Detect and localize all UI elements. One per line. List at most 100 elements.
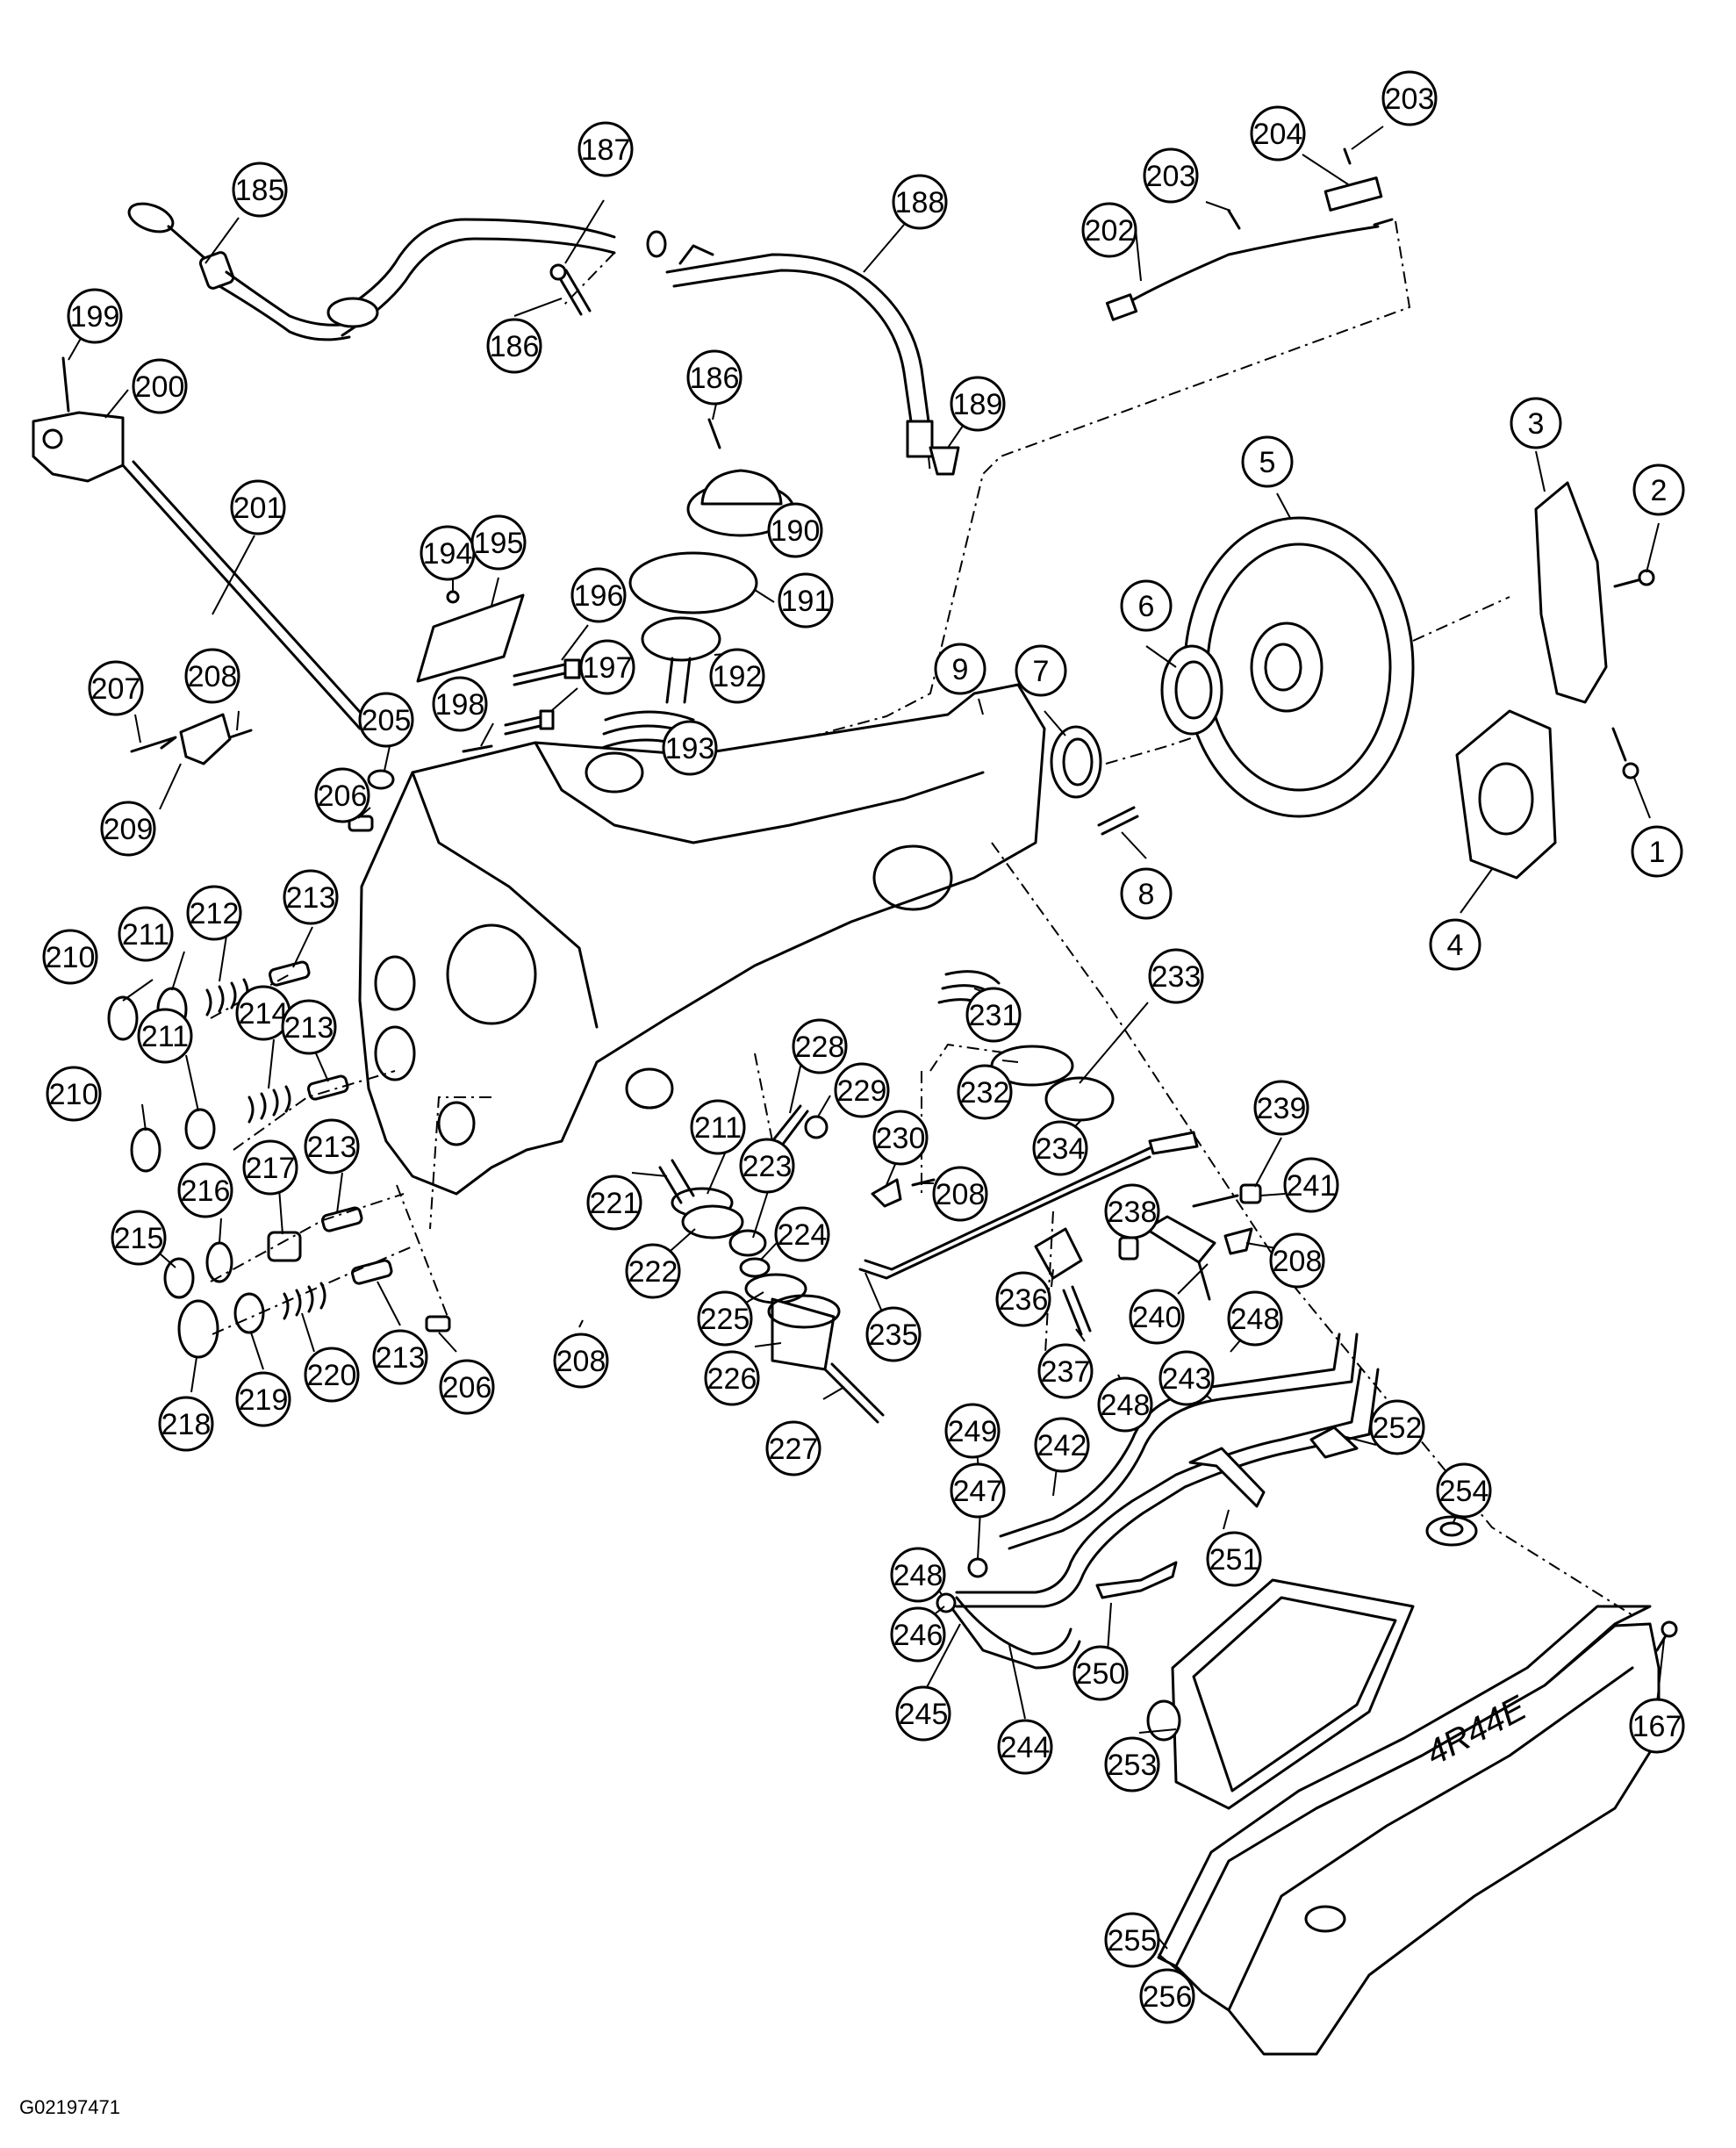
callout-232: 232: [957, 1064, 1013, 1120]
callout-circle: [957, 1064, 1013, 1120]
callout-label: 218: [161, 1408, 212, 1441]
callout-245: 245: [895, 1685, 951, 1742]
callout-label: 199: [70, 300, 120, 334]
callout-circle: [697, 1290, 753, 1347]
callout-label: 213: [284, 1011, 334, 1045]
callout-label: 214: [239, 997, 289, 1031]
callout-label: 206: [442, 1371, 492, 1404]
callout-5: 5: [1241, 435, 1294, 488]
callout-label: 241: [1287, 1169, 1337, 1203]
spring-193: [597, 710, 695, 778]
seal-6: [1160, 644, 1223, 736]
callout-label: 196: [574, 579, 624, 613]
callout-label: 231: [969, 999, 1019, 1032]
callout-label: 213: [286, 881, 336, 915]
callout-circle: [890, 1547, 946, 1603]
callout-189: 189: [950, 376, 1006, 432]
callout-label: 190: [771, 514, 821, 548]
callout-210: 210: [46, 1066, 102, 1122]
callout-circle: [111, 1210, 167, 1266]
callout-circle: [1250, 105, 1306, 162]
callout-209: 209: [100, 801, 156, 857]
callout-label: 230: [876, 1122, 926, 1155]
callout-label: 211: [141, 1020, 189, 1053]
callout-label: 248: [1230, 1303, 1280, 1336]
callout-label: 5: [1259, 446, 1276, 479]
sensor-harness-202: [1105, 147, 1394, 321]
callout-circle: [372, 1329, 428, 1385]
callout-circle: [944, 1403, 1001, 1459]
callout-label: 205: [362, 704, 412, 737]
callout-208: 208: [553, 1333, 609, 1389]
center-components: [658, 970, 1115, 1424]
plug-205: [367, 769, 395, 790]
callout-label: 219: [239, 1383, 289, 1417]
bracket-200: [32, 356, 125, 483]
callout-circle: [1159, 1350, 1215, 1406]
callout-circle: [118, 906, 174, 962]
filter-253: [1146, 1578, 1415, 1810]
callout-circle: [792, 1018, 848, 1074]
callout-label: 185: [235, 174, 285, 207]
callout-label: 193: [665, 732, 715, 765]
callout-label: 244: [1001, 1731, 1051, 1764]
callout-label: 252: [1373, 1412, 1423, 1445]
callout-231: 231: [965, 987, 1022, 1043]
callout-190: 190: [767, 502, 823, 558]
callout-221: 221: [586, 1175, 642, 1231]
callout-label: 186: [490, 330, 540, 363]
callout-217: 217: [242, 1139, 298, 1196]
callout-label: 2: [1651, 474, 1668, 507]
callout-label: 243: [1162, 1362, 1212, 1396]
callout-186: 186: [486, 318, 542, 374]
callout-212: 212: [186, 885, 242, 941]
callout-circle: [834, 1062, 890, 1118]
callout-circle: [774, 1206, 830, 1262]
callout-label: 256: [1143, 1980, 1193, 2014]
callout-237: 237: [1037, 1343, 1094, 1399]
callout-circle: [965, 987, 1022, 1043]
callout-label: 240: [1132, 1301, 1182, 1334]
callout-circle: [1253, 1080, 1309, 1136]
callout-label: 225: [700, 1303, 750, 1336]
callout-229: 229: [834, 1062, 890, 1118]
bolt-196: [513, 658, 581, 686]
callout-label: 6: [1138, 590, 1155, 623]
callout-circle: [1148, 948, 1204, 1004]
oil-pan-256: 4R44E: [1174, 1622, 1661, 2056]
callout-circle: [1631, 825, 1683, 878]
clips: [1095, 1426, 1478, 1599]
callout-label: 251: [1209, 1543, 1259, 1577]
callout-label: 207: [91, 672, 141, 706]
callout-label: 254: [1439, 1475, 1489, 1508]
callout-255: 255: [1104, 1912, 1160, 1968]
callout-label: 203: [1146, 160, 1196, 193]
callout-187: 187: [577, 121, 634, 177]
callout-label: 210: [49, 1078, 99, 1111]
cooler-lines: [936, 1333, 1380, 1670]
stud-8: [1097, 806, 1139, 836]
callout-label: 1: [1649, 836, 1666, 869]
callout-192: 192: [709, 648, 765, 704]
callout-label: 247: [953, 1475, 1003, 1508]
piston-192: [641, 616, 721, 704]
callout-208: 208: [932, 1166, 988, 1222]
callout-213: 213: [283, 869, 339, 925]
callout-circle: [1429, 918, 1481, 971]
callout-circle: [892, 174, 948, 230]
callout-201: 201: [230, 479, 286, 535]
callout-label: 238: [1108, 1196, 1158, 1229]
callout-label: 206: [318, 779, 368, 813]
callout-circle: [314, 767, 370, 823]
callout-226: 226: [704, 1350, 760, 1406]
callout-2: 2: [1632, 463, 1685, 516]
callout-4: 4: [1429, 918, 1481, 971]
bolt-186-top: [549, 263, 592, 316]
callout-235: 235: [865, 1306, 922, 1362]
callout-label: 234: [1036, 1132, 1086, 1166]
callout-circle: [778, 572, 834, 629]
callout-label: 195: [474, 527, 524, 560]
plate-195: [416, 590, 525, 683]
callout-224: 224: [774, 1206, 830, 1262]
